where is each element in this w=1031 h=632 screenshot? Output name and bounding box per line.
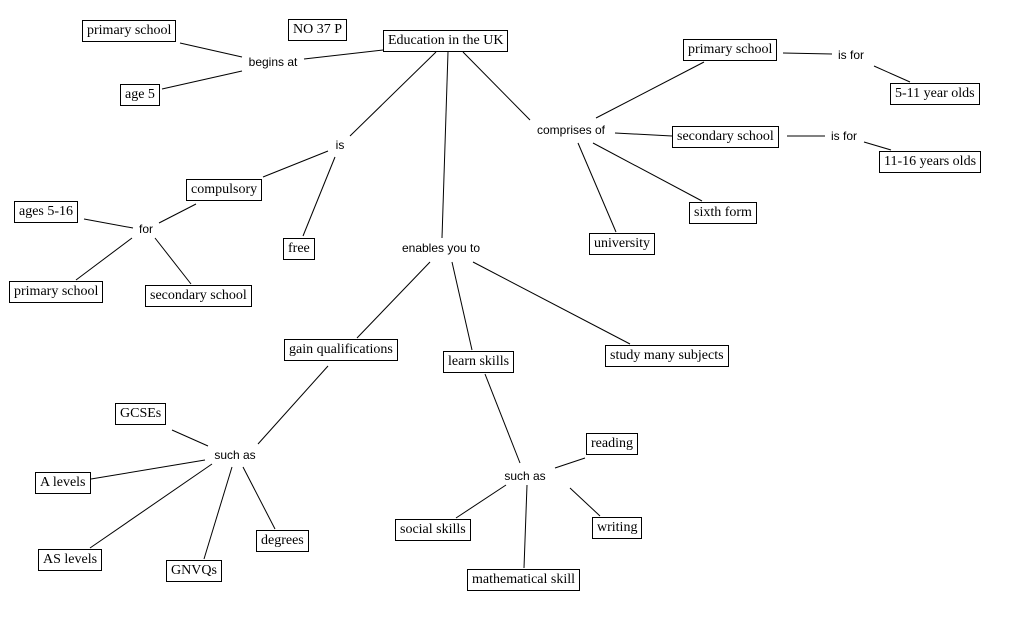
connector-line	[356, 261, 431, 339]
connector-line	[451, 261, 473, 351]
connector-line	[262, 150, 329, 178]
connector-line	[577, 142, 617, 233]
node-secondary-school-right[interactable]: secondary school	[672, 126, 779, 148]
connector-line	[472, 261, 631, 345]
node-primary-school-left[interactable]: primary school	[9, 281, 104, 303]
connector-line	[302, 156, 336, 237]
node-free[interactable]: free	[283, 238, 315, 260]
connector-line	[90, 459, 206, 480]
connector-line	[873, 65, 911, 83]
node-mathematical-skill[interactable]: mathematical skill	[467, 569, 581, 591]
connector-line	[484, 373, 521, 464]
node-5-11-year-olds[interactable]: 5-11 year olds	[890, 83, 980, 105]
connector-line	[203, 466, 233, 560]
connector-line	[614, 132, 673, 137]
connector-line	[863, 141, 892, 151]
node-writing[interactable]: writing	[592, 517, 643, 539]
connector-line	[89, 463, 213, 549]
node-compulsory[interactable]: compulsory	[186, 179, 263, 201]
link-label-is-for-secondary: is for	[828, 129, 860, 143]
node-reading[interactable]: reading	[586, 433, 638, 455]
connector-line	[595, 61, 705, 119]
node-secondary-school-left[interactable]: secondary school	[145, 285, 252, 307]
connector-line	[303, 49, 384, 60]
connector-line	[158, 203, 197, 224]
connector-line	[554, 457, 586, 469]
link-label-begins-at: begins at	[246, 55, 300, 69]
node-learn-skills[interactable]: learn skills	[443, 351, 515, 373]
connector-line	[179, 42, 243, 58]
node-sixth-form[interactable]: sixth form	[689, 202, 757, 224]
node-as-levels[interactable]: AS levels	[38, 549, 103, 571]
connector-line	[242, 466, 276, 530]
link-label-such-as-skills: such as	[502, 469, 548, 483]
link-label-is-for-primary: is for	[835, 48, 867, 62]
connector-line	[171, 429, 209, 447]
connector-line	[569, 487, 601, 517]
node-gain-qualifications[interactable]: gain qualifications	[284, 339, 398, 361]
node-primary-school-right[interactable]: primary school	[683, 39, 778, 61]
connector-line	[257, 365, 329, 445]
connector-line	[161, 70, 243, 90]
node-ages-5-16[interactable]: ages 5-16	[14, 201, 79, 223]
link-label-enables-you-to: enables you to	[399, 241, 483, 255]
node-no-37-p[interactable]: NO 37 P	[288, 19, 348, 41]
node-gnvqs[interactable]: GNVQs	[166, 560, 222, 582]
node-social-skills[interactable]: social skills	[395, 519, 471, 541]
connector-line	[782, 52, 833, 55]
link-label-is: is	[333, 138, 347, 152]
link-label-such-as-qualifications: such as	[212, 448, 258, 462]
connector-line	[455, 484, 507, 519]
node-education-in-the-uk[interactable]: Education in the UK	[383, 30, 509, 52]
node-study-many-subjects[interactable]: study many subjects	[605, 345, 729, 367]
connector-line	[349, 51, 437, 137]
connector-line	[83, 218, 134, 229]
node-age-5[interactable]: age 5	[120, 84, 160, 106]
node-degrees[interactable]: degrees	[256, 530, 309, 552]
node-university[interactable]: university	[589, 233, 655, 255]
node-gcses[interactable]: GCSEs	[115, 403, 167, 425]
connector-line	[154, 237, 192, 285]
link-label-comprises-of: comprises of	[534, 123, 608, 137]
node-a-levels[interactable]: A levels	[35, 472, 91, 494]
connector-line	[592, 142, 703, 202]
connector-line	[441, 51, 449, 239]
connector-line	[523, 484, 528, 569]
node-primary-school-top[interactable]: primary school	[82, 20, 177, 42]
link-label-for: for	[136, 222, 156, 236]
node-11-16-years-olds[interactable]: 11-16 years olds	[879, 151, 982, 173]
connector-line	[75, 237, 133, 281]
connector-line	[462, 51, 531, 121]
